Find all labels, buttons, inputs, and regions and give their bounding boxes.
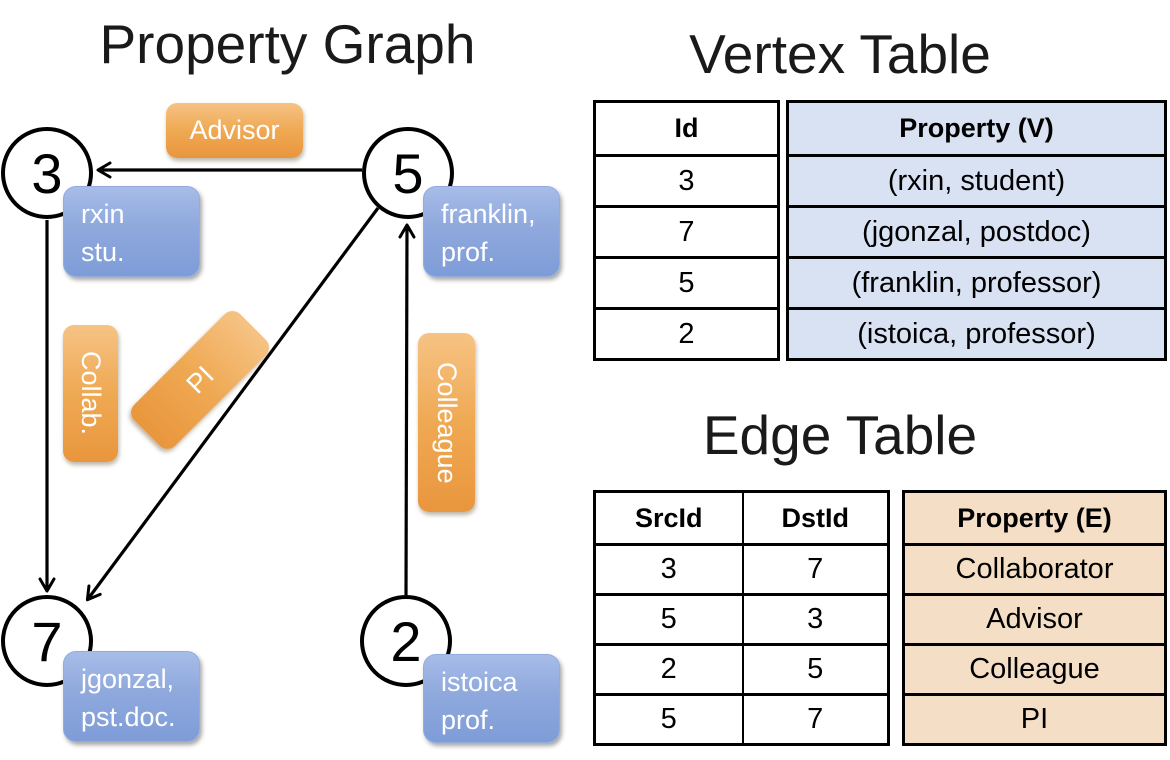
node-id-label: 5 [392, 141, 424, 205]
column-header: DstId [741, 493, 888, 543]
edge-label-advisor: Advisor [166, 103, 303, 158]
table-cell: Advisor [905, 593, 1164, 643]
table-cell: (franklin, professor) [789, 256, 1164, 307]
table-cell: (rxin, student) [789, 154, 1164, 205]
table-cell: 5 [596, 593, 742, 643]
property-line: rxin [81, 199, 125, 229]
graph-edges [38, 161, 416, 602]
node-id-label: 7 [31, 609, 63, 673]
table-cell: 7 [741, 543, 887, 593]
table-cell: Colleague [905, 643, 1164, 693]
property-line: jgonzal, [81, 664, 175, 694]
property-line: istoica [441, 667, 518, 697]
node-id-label: 3 [31, 141, 63, 205]
column-header: Property (E) [905, 493, 1164, 543]
column-header: Property (V) [789, 103, 1164, 154]
property-line: prof. [441, 237, 496, 268]
edge-label-text: PI [180, 360, 220, 400]
table-cell: 3 [741, 593, 887, 643]
table-cell: 5 [741, 643, 887, 693]
table-cell: (jgonzal, postdoc) [789, 205, 1164, 256]
column-header: Id [674, 113, 699, 143]
node-property-rxin: rxin stu. [63, 186, 200, 277]
node-property-jgonzal: jgonzal, pst.doc. [63, 651, 200, 742]
edge-label-text: Colleague [432, 361, 462, 484]
table-cell: 7 [741, 693, 887, 743]
edge-5-to-7 [85, 207, 380, 602]
edge-table-id-columns: SrcId DstId 3 7 5 3 2 5 5 7 [593, 490, 890, 746]
edge-label-text: Advisor [189, 115, 280, 145]
graph-title: Property Graph [99, 13, 476, 75]
table-cell: 5 [596, 693, 742, 743]
edge-2-to-5 [398, 223, 416, 596]
vertex-table-id-column: Id 3 7 5 2 [593, 100, 780, 361]
edge-label-colleague: Colleague [418, 333, 475, 512]
node-id-label: 2 [390, 609, 422, 673]
node-property-istoica: istoica prof. [423, 654, 560, 743]
edge-table-property-column: Property (E) Collaborator Advisor Collea… [902, 490, 1167, 746]
graph-node-2: 2 [360, 595, 452, 687]
table-cell: (istoica, professor) [789, 307, 1164, 358]
table-cell: 2 [596, 307, 777, 358]
vertex-table-title: Vertex Table [689, 23, 991, 85]
property-line: pst.doc. [81, 702, 176, 733]
table-cell: PI [905, 693, 1164, 743]
table-cell: 2 [596, 643, 742, 693]
property-line: stu. [81, 237, 125, 268]
property-line: franklin, [441, 199, 536, 229]
property-line: prof. [441, 705, 496, 736]
edge-label-text: Collab. [76, 351, 106, 436]
table-cell: 7 [596, 205, 777, 256]
graph-node-5: 5 [362, 127, 454, 219]
table-cell: 3 [596, 543, 742, 593]
edge-label-collab: Collab. [63, 325, 118, 462]
column-header: SrcId [634, 502, 703, 533]
vertex-table-property-column: Property (V) (rxin, student) (jgonzal, p… [786, 100, 1167, 361]
table-cell: Collaborator [905, 543, 1164, 593]
node-property-franklin: franklin, prof. [423, 186, 560, 277]
table-cell: 3 [596, 154, 777, 205]
edge-table-title: Edge Table [702, 404, 978, 466]
table-cell: 5 [596, 256, 777, 307]
